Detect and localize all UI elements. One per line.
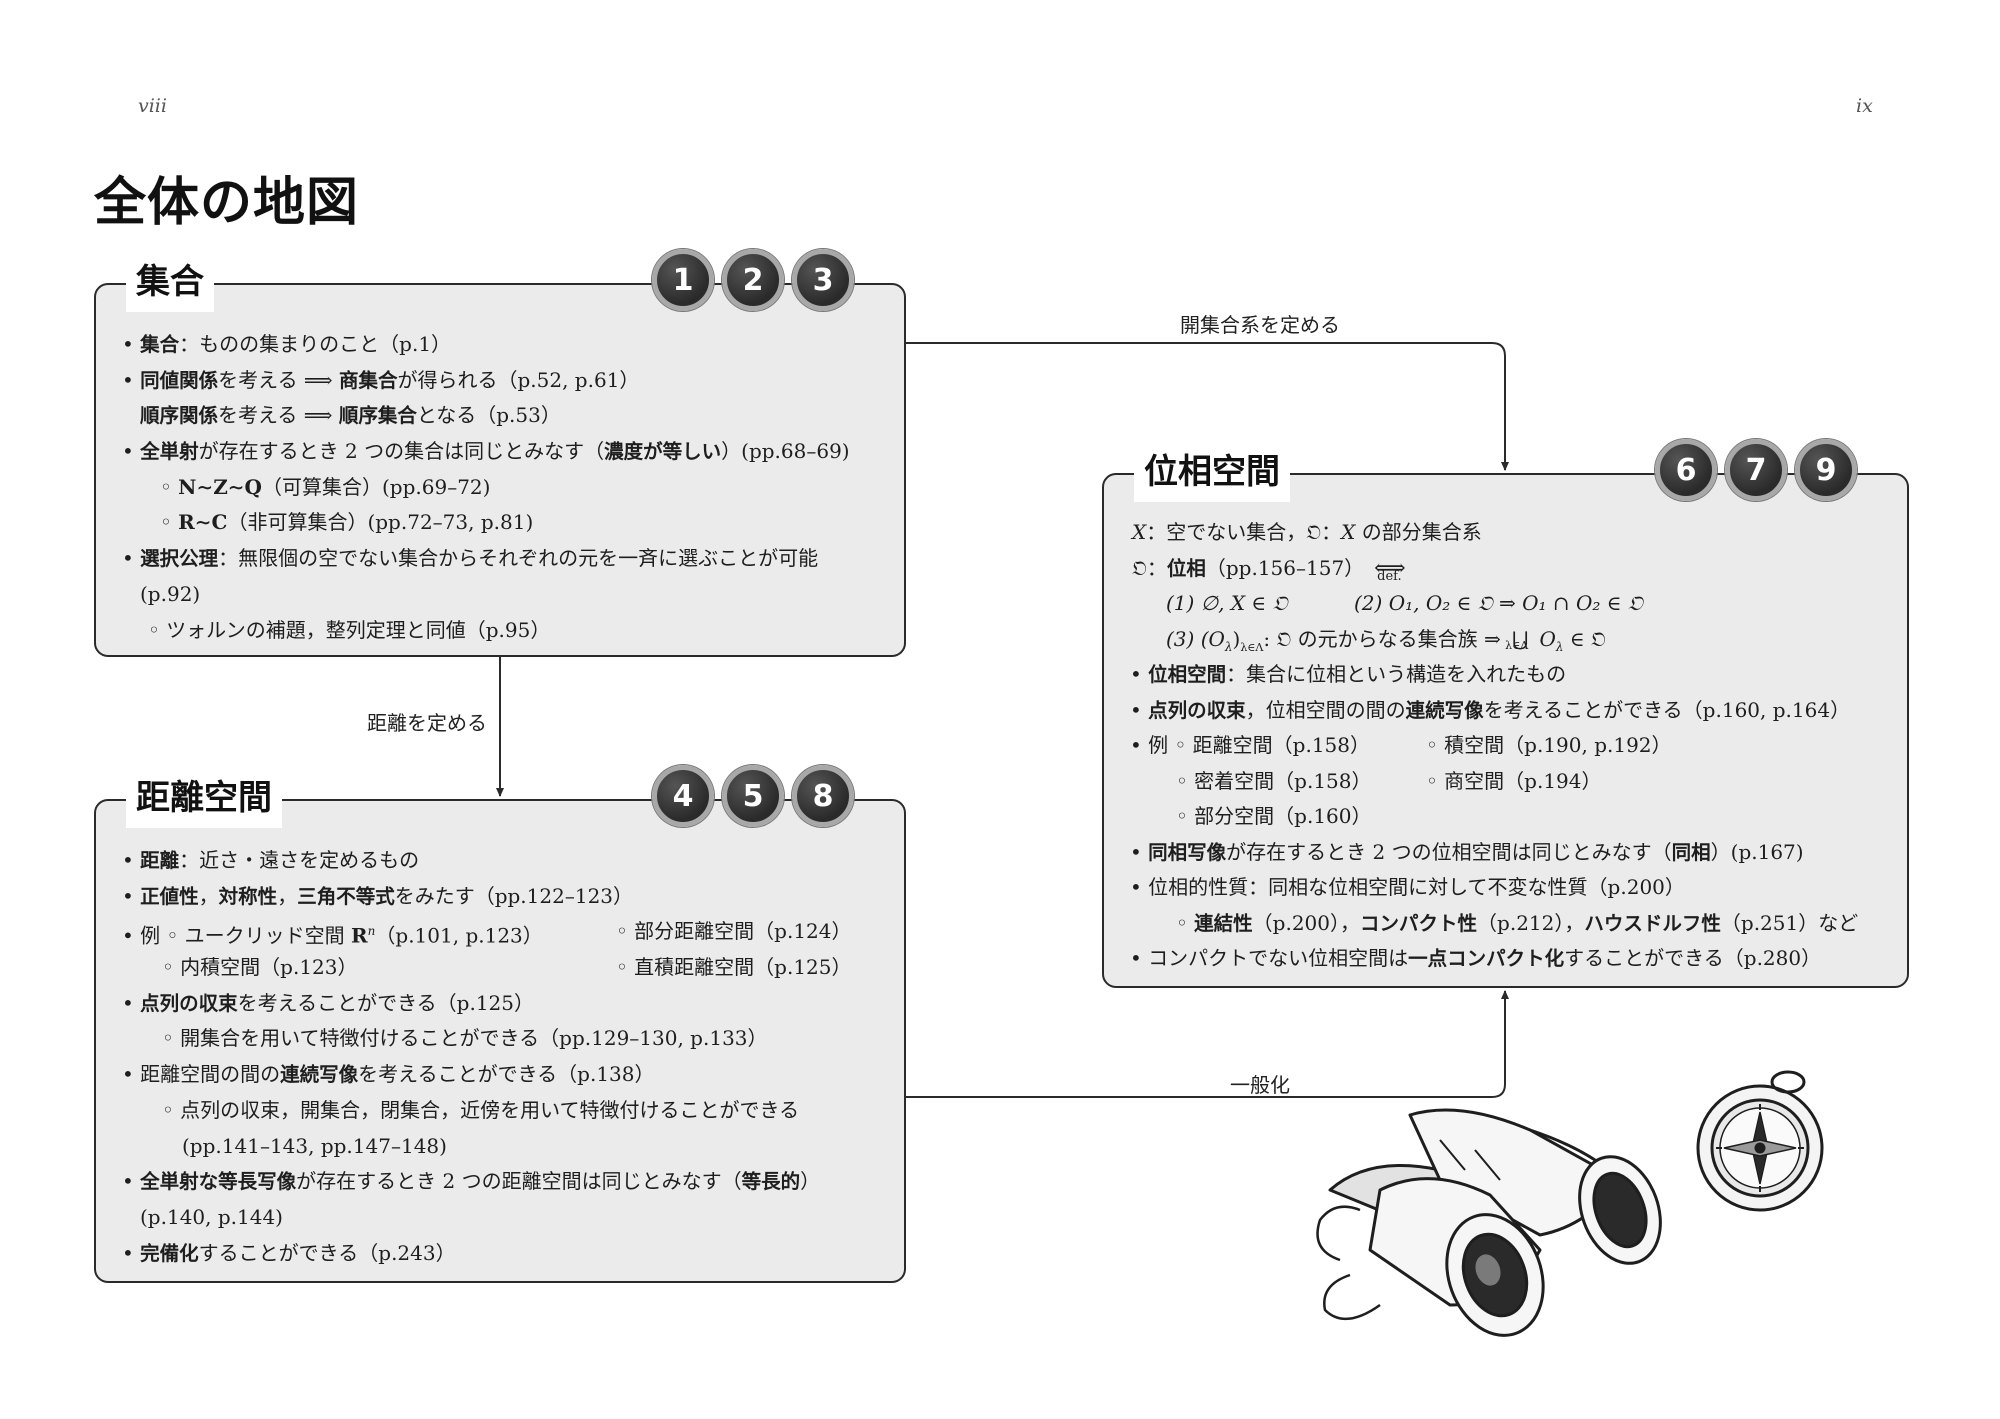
metric-line-7: • 距離空間の間の連続写像を考えることができる（p.138） [122,1062,655,1087]
bullet: • [122,439,134,464]
topo-line-9: ◦ 部分空間（p.160） [1176,804,1372,828]
metric-line-4: ◦ 内積空間（p.123）◦ 直積距離空間（p.125） [162,955,852,980]
topo-box-title: 位相空間 [1134,442,1290,502]
binoculars-compass-illustration [1316,1070,1824,1337]
metric-line-8: ◦ 点列の収束，開集合，閉集合，近傍を用いて特徴付けることができる [162,1097,800,1122]
metric-line-12: • 完備化することができる（p.243） [122,1240,456,1265]
metric-box-title: 距離空間 [126,768,282,828]
topological-space-box: 位相空間 6 7 9 X：空でない集合，𝔒：X の部分集合系 𝔒：位相（pp.1… [1102,439,1909,988]
topo-line-2: 𝔒：位相（pp.156–157）⟺def. [1132,555,1406,584]
set-chapter-badges: 1 2 3 [652,249,854,311]
topo-line-1: X：空でない集合，𝔒：X の部分集合系 [1132,520,1482,544]
topo-chapter-badges: 6 7 9 [1655,439,1857,501]
metric-line-9: (pp.141–143, pp.147–148) [182,1133,447,1158]
set-box-title: 集合 [126,252,214,312]
chapter-badge: 2 [722,249,784,311]
set-line-9: ◦ ツォルンの補題，整列定理と同値（p.95） [148,617,551,642]
set-box: 集合 1 2 3 • 集合：ものの集まりのこと（p.1） • 同値関係を考える … [94,249,906,657]
set-line-8: (p.92) [140,581,201,606]
chapter-badge: 4 [652,765,714,827]
metric-line-11: (p.140, p.144) [140,1204,283,1229]
page-title: 全体の地図 [94,173,360,233]
binoculars-icon [1316,1108,1662,1337]
bullet: • [122,332,134,356]
set-line-6: ◦ R∼C（非可算集合）(pp.72–73, p.81) [160,510,534,535]
topo-line-8: ◦ 密着空間（p.158）◦ 商空間（p.194） [1176,768,1602,793]
chapter-badge: 3 [792,249,854,311]
topo-line-3: (1) ∅, X ∈ 𝔒(2) O₁, O₂ ∈ 𝔒 ⇒ O₁ ∩ O₂ ∈ 𝔒 [1166,591,1643,615]
topo-line-13: • コンパクトでない位相空間は一点コンパクト化することができる（p.280） [1130,946,1822,970]
edge-generalize-arrow [906,990,1509,1098]
edge-label-metric: 距離を定める [367,711,487,735]
set-line-7: • 選択公理：無限個の空でない集合からそれぞれの元を一斉に選ぶことが可能 [122,546,819,571]
set-line-5: ◦ N∼Z∼Q（可算集合）(pp.69–72) [160,474,491,499]
chapter-badge: 6 [1655,439,1717,501]
metric-line-1: • 距離：近さ・遠さを定めるもの [122,848,420,872]
metric-chapter-badges: 4 5 8 [652,765,854,827]
metric-line-3: • 例 ◦ ユークリッド空間 Rn（p.101, p.123）◦ 部分距離空間（… [122,919,852,949]
metric-line-5: • 点列の収束を考えることができる（p.125） [122,990,535,1015]
metric-line-6: ◦ 開集合を用いて特徴付けることができる（pp.129–130, p.133） [162,1026,768,1051]
page-number-left: viii [138,95,167,117]
metric-line-2: • 正値性，対称性，三角不等式をみたす（pp.122–123） [122,883,634,908]
topo-line-10: • 同相写像が存在するとき 2 つの位相空間は同じとみなす（同相）(p.167) [1130,839,1804,864]
topo-line-5: • 位相空間：集合に位相という構造を入れたもの [1130,662,1567,686]
iff-arrow: ⟺ [1374,555,1406,581]
set-line-3: 順序関係を考える ⟹ 順序集合となる（p.53） [140,403,561,428]
edge-open-sets-arrow [906,342,1509,471]
set-line-4: • 全単射が存在するとき 2 つの集合は同じとみなす（濃度が等しい）(pp.68… [122,439,850,464]
page-number-right: ix [1856,95,1873,117]
bullet: • [122,546,134,571]
set-line-1: • 集合：ものの集まりのこと（p.1） [122,332,452,356]
topo-line-4: (3) (Oλ)λ∈Λ: 𝔒 の元からなる集合族 ⇒ ⋃λ∈Λ Oλ ∈ 𝔒 [1166,626,1606,654]
metric-space-box: 距離空間 4 5 8 • 距離：近さ・遠さを定めるもの • 正値性，対称性，三角… [94,765,906,1283]
chapter-badge: 1 [652,249,714,311]
chapter-badge: 8 [792,765,854,827]
chapter-badge: 5 [722,765,784,827]
chapter-badge: 9 [1795,439,1857,501]
bullet: • [122,367,134,392]
compass-icon [1696,1070,1824,1212]
set-line-2: • 同値関係を考える ⟹ 商集合が得られる（p.52, p.61） [122,367,640,392]
metric-line-10: • 全単射な等長写像が存在するとき 2 つの距離空間は同じとみなす（等長的） [122,1169,821,1194]
edge-label-generalize: 一般化 [1230,1073,1290,1097]
def-label: def. [1377,568,1402,584]
topo-line-12: ◦ 連結性（p.200），コンパクト性（p.212），ハウスドルフ性（p.251… [1176,910,1859,935]
topo-line-6: • 点列の収束，位相空間の間の連続写像を考えることができる（p.160, p.1… [1130,697,1851,722]
topo-line-11: • 位相的性質：同相な位相空間に対して不変な性質（p.200） [1130,875,1685,899]
topo-line-7: • 例 ◦ 距離空間（p.158）◦ 積空間（p.190, p.192） [1130,733,1672,757]
edge-label-open-sets: 開集合系を定める [1180,313,1340,337]
chapter-badge: 7 [1725,439,1787,501]
